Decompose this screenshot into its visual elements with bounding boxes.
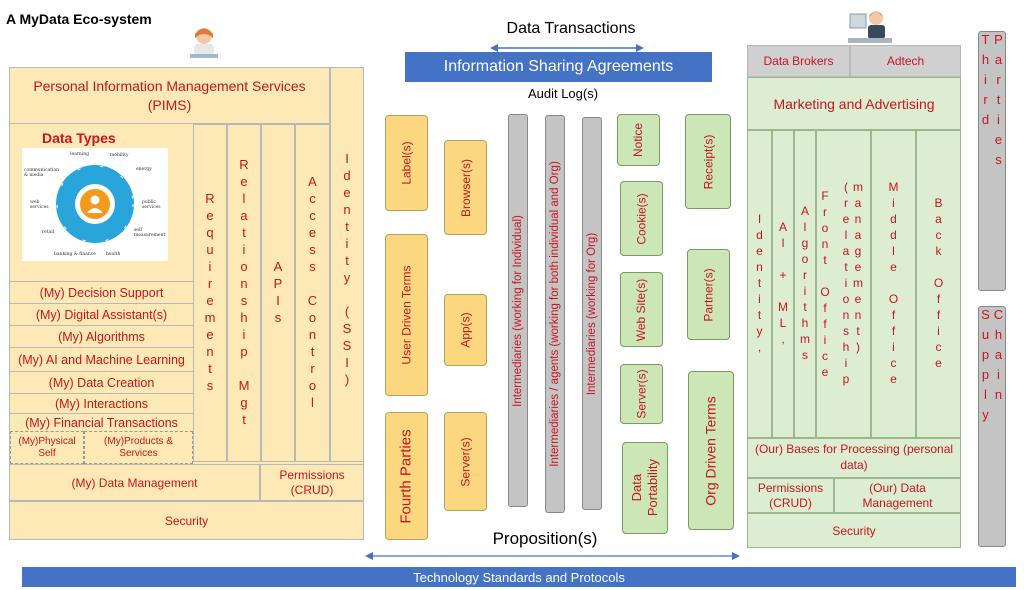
- middle-office-column: Middle Office: [871, 130, 916, 438]
- wheel-label-mobility: mobility: [110, 153, 129, 158]
- algorithms-column: Algorithms: [794, 130, 816, 438]
- bases-for-processing: (Our) Bases for Processing (personal dat…: [747, 438, 961, 478]
- identity-ssi-column: [330, 67, 364, 462]
- partner-box: Partner(s): [687, 249, 730, 340]
- user-driven-terms-box: User Driven Terms: [385, 234, 428, 396]
- org-driven-terms-box: Org Driven Terms: [688, 371, 734, 530]
- server-left-box: Server(s): [444, 412, 487, 511]
- front-office-label: Front Office: [818, 189, 832, 381]
- browser-box: Browser(s): [444, 140, 487, 235]
- proposition-label: Proposition(s): [492, 529, 598, 548]
- wheel-label-retail: retail: [42, 230, 55, 235]
- data-transactions-label: Data Transactions: [506, 20, 636, 37]
- wheel-label-energy: energy: [136, 167, 152, 172]
- our-data-management: (Our) Data Management: [834, 478, 961, 513]
- third-parties-box: Third Parties: [978, 31, 1006, 291]
- physical-self-item: (My)Physical Self: [10, 431, 84, 464]
- pims-title: Personal Information Management Services…: [9, 67, 330, 124]
- website-box: Web Site(s): [620, 272, 663, 347]
- wheel-label-communication: communication & media: [24, 168, 60, 178]
- double-arrow-icon: [365, 548, 740, 560]
- products-services-item: (My)Products & Services: [84, 431, 193, 464]
- supply-chain-box: Supply Chain: [978, 306, 1006, 547]
- permissions-crud: Permissions (CRUD): [260, 464, 364, 501]
- server-right-box: Server(s): [620, 364, 663, 424]
- relationship-mgt-column: Relationship Mgt: [227, 124, 261, 462]
- wheel-label-self-measurement: self measurement: [134, 228, 166, 238]
- access-control-column: Access Control: [295, 124, 330, 462]
- org-permissions-crud: Permissions (CRUD): [747, 478, 834, 513]
- org-security: Security: [747, 513, 961, 548]
- notice-box: Notice: [617, 114, 660, 166]
- adtech-box: Adtech: [850, 45, 961, 77]
- cookie-box: Cookie(s): [620, 181, 663, 256]
- audit-log-label: Audit Log(s): [527, 86, 599, 101]
- front-office-column: [816, 130, 871, 438]
- data-brokers-box: Data Brokers: [747, 45, 850, 77]
- pims-security: Security: [9, 501, 364, 540]
- technology-standards-bar: Technology Standards and Protocols: [22, 567, 1016, 587]
- data-types-wheel-image: learning mobility energy public services…: [22, 148, 168, 261]
- marketing-advertising-box: Marketing and Advertising: [747, 77, 961, 130]
- identity-ssi-label: Identity (SSI): [339, 151, 355, 389]
- algorithms-item: (My) Algorithms: [10, 325, 193, 347]
- wheel-label-health: health: [106, 252, 121, 257]
- apis-column: APIs: [261, 124, 295, 462]
- ai-ml-item: (My) AI and Machine Learning: [10, 347, 193, 371]
- fourth-parties-box: Fourth Parties: [385, 412, 428, 540]
- intermediaries-org-box: Intermediaries (working for Org): [582, 117, 602, 510]
- requirements-column: Requirements: [193, 124, 227, 462]
- information-sharing-agreements-banner: Information Sharing Agreements: [405, 52, 712, 82]
- man-at-computer-icon: [848, 8, 892, 46]
- data-portability-box: Data Portability: [622, 442, 668, 534]
- receipt-box: Receipt(s): [685, 114, 731, 209]
- wheel-label-public-services: public services: [142, 200, 161, 210]
- intermediaries-individual-box: Intermediaries (working for Individual): [508, 114, 528, 507]
- ai-ml-column: AI + ML,: [772, 130, 794, 438]
- label-box: Label(s): [385, 115, 428, 211]
- decision-support-item: (My) Decision Support: [10, 281, 193, 303]
- interactions-item: (My) Interactions: [10, 393, 193, 413]
- digital-assistants-item: (My) Digital Assistant(s): [10, 303, 193, 325]
- relationship-management-label: (relationship management): [839, 180, 865, 388]
- intermediaries-both-box: Intermediaries / agents (working for bot…: [545, 115, 565, 513]
- wheel-label-web-services: web services: [30, 200, 49, 210]
- data-types-label: Data Types: [42, 130, 116, 146]
- diagram-title: A MyData Eco-system: [6, 11, 152, 27]
- financial-transactions-item: (My) Financial Transactions: [10, 413, 193, 431]
- app-box: App(s): [444, 294, 487, 366]
- back-office-column: Back Office: [916, 130, 961, 438]
- double-arrow-icon: [490, 40, 644, 52]
- data-creation-item: (My) Data Creation: [10, 371, 193, 393]
- org-identity-column: Identity,: [747, 130, 772, 438]
- woman-at-laptop-icon: [186, 24, 222, 64]
- wheel-label-banking: banking & finance: [54, 252, 96, 257]
- wheel-label-learning: learning: [70, 152, 90, 157]
- my-data-management: (My) Data Management: [9, 464, 260, 501]
